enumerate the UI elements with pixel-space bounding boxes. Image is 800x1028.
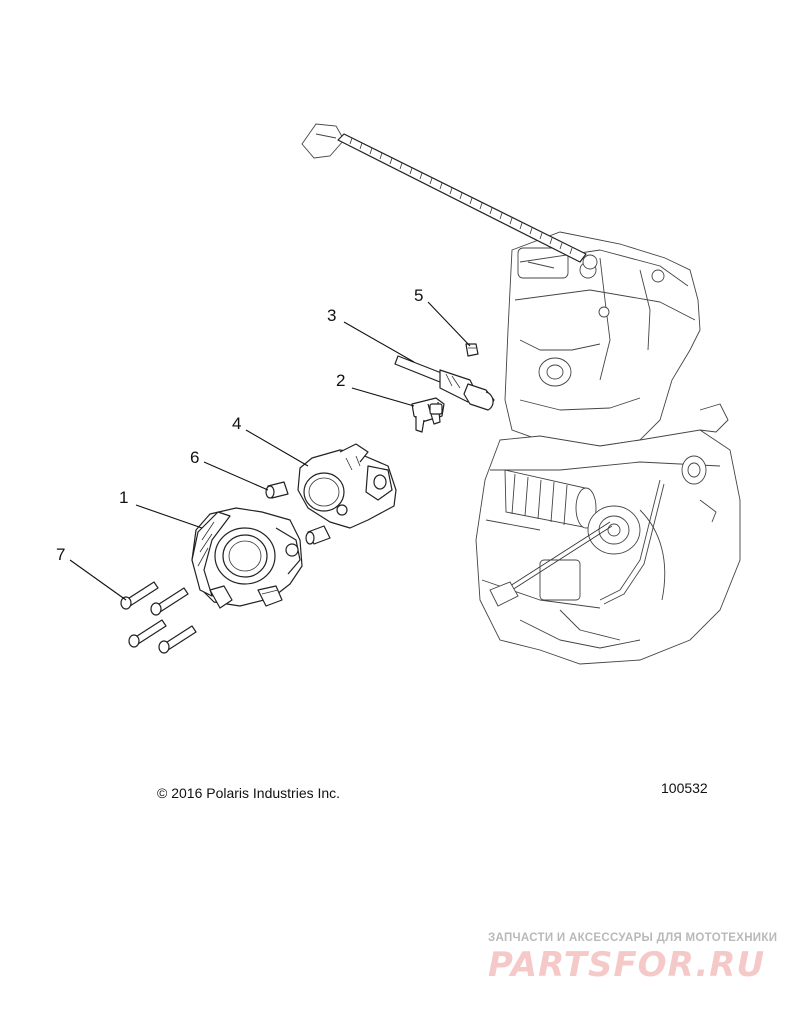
copyright-text: © 2016 Polaris Industries Inc. — [157, 785, 341, 801]
callout-4: 4 — [232, 414, 241, 433]
callout-7: 7 — [56, 545, 65, 564]
callout-6: 6 — [190, 448, 199, 467]
part-1-throttle-body — [191, 507, 303, 609]
part-3-sensor — [394, 355, 495, 411]
callout-labels: 1 2 3 4 5 6 7 — [56, 286, 423, 564]
part-6-screws — [265, 481, 331, 545]
part-4-adapter — [297, 443, 397, 529]
part-5-screw — [465, 343, 479, 357]
callout-3: 3 — [327, 306, 336, 325]
callout-5: 5 — [414, 286, 423, 305]
part-7-bolts — [120, 581, 197, 654]
callout-2: 2 — [336, 371, 345, 390]
leader-lines — [69, 301, 471, 601]
part-2-injector — [411, 397, 445, 433]
engine-block — [475, 231, 741, 665]
dipstick-tube — [301, 123, 598, 270]
callout-1: 1 — [119, 488, 128, 507]
watermark-subtitle: ЗАПЧАСТИ И АКСЕССУАРЫ ДЛЯ МОТОТЕХНИКИ — [488, 932, 778, 944]
watermark-logo: PARTSFOR.RU — [488, 945, 766, 985]
document-number: 100532 — [661, 780, 708, 796]
